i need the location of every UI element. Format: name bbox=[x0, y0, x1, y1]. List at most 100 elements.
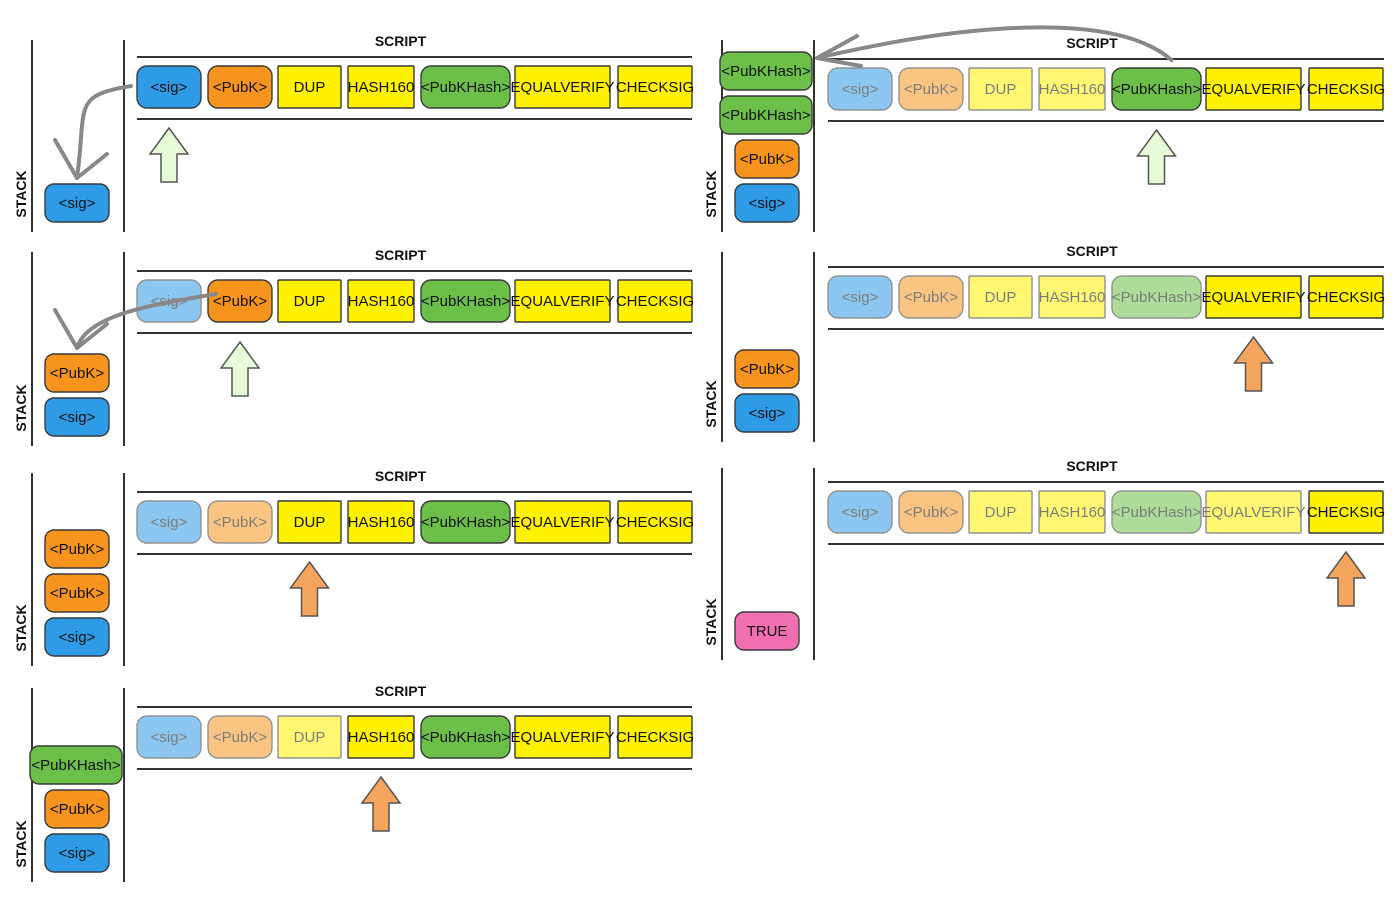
pointer-arrow bbox=[360, 775, 402, 832]
script-op-hash160-label: HASH160 bbox=[348, 293, 415, 310]
script-label: SCRIPT bbox=[1066, 458, 1118, 474]
script-op-checksig: CHECKSIG bbox=[616, 279, 694, 323]
script-op-equalverify: EQUALVERIFY bbox=[511, 715, 614, 759]
script-op-dup: DUP bbox=[277, 715, 342, 759]
script-op-pubk-label: <PubK> bbox=[904, 504, 958, 521]
script-op-equalverify-label: EQUALVERIFY bbox=[511, 293, 615, 310]
script-op-hash160: HASH160 bbox=[1038, 490, 1106, 534]
script-op-sig: <sig> bbox=[136, 500, 202, 544]
script-op-pubk-label: <PubK> bbox=[213, 514, 267, 531]
script-op-dup: DUP bbox=[968, 490, 1033, 534]
pointer-arrow bbox=[1233, 335, 1274, 392]
script-op-dup-label: DUP bbox=[985, 504, 1017, 521]
push-curve-arrowhead bbox=[53, 138, 109, 180]
stack-item-sig: <sig> bbox=[44, 833, 110, 873]
script-label: SCRIPT bbox=[375, 683, 427, 699]
script-op-dup-label: DUP bbox=[294, 514, 326, 531]
script-op-pubkhash-label: <PubKHash> bbox=[1112, 289, 1201, 306]
script-op-pubkhash-label: <PubKHash> bbox=[421, 514, 510, 531]
stack-item-sig: <sig> bbox=[734, 393, 800, 433]
stack-item-pubk: <PubK> bbox=[44, 789, 110, 829]
script-label: SCRIPT bbox=[375, 247, 427, 263]
script-op-checksig: CHECKSIG bbox=[1307, 275, 1385, 319]
script-op-sig-label: <sig> bbox=[842, 81, 879, 98]
script-op-hash160: HASH160 bbox=[1038, 275, 1106, 319]
script-op-dup: DUP bbox=[277, 65, 342, 109]
script-op-dup: DUP bbox=[968, 67, 1033, 111]
script-op-sig: <sig> bbox=[136, 715, 202, 759]
script-op-sig: <sig> bbox=[136, 65, 202, 109]
script-op-hash160-label: HASH160 bbox=[1039, 289, 1106, 306]
script-op-checksig: CHECKSIG bbox=[1307, 490, 1385, 534]
script-op-pubk-label: <PubK> bbox=[904, 289, 958, 306]
script-op-pubk-label: <PubK> bbox=[213, 729, 267, 746]
script-op-equalverify: EQUALVERIFY bbox=[511, 65, 615, 109]
script-op-sig-label: <sig> bbox=[151, 79, 188, 96]
stack-item-pubk-label: <PubK> bbox=[50, 801, 104, 818]
script-op-equalverify-label: EQUALVERIFY bbox=[1202, 81, 1306, 98]
stack-item-sig-label: <sig> bbox=[59, 195, 96, 212]
script-op-checksig-label: CHECKSIG bbox=[1307, 504, 1385, 521]
stack-item-pubk: <PubK> bbox=[734, 139, 800, 179]
script-op-pubk: <PubK> bbox=[207, 279, 273, 323]
script-op-equalverify-label: EQUALVERIFY bbox=[511, 514, 615, 531]
script-op-pubk: <PubK> bbox=[207, 65, 273, 109]
stack-item-pubkhash-label: <PubKHash> bbox=[31, 757, 120, 774]
script-op-dup: DUP bbox=[277, 279, 342, 323]
pointer-arrow bbox=[148, 126, 190, 183]
script-op-sig-label: <sig> bbox=[842, 504, 879, 521]
script-op-sig-label: <sig> bbox=[151, 514, 188, 531]
script-op-pubkhash: <PubKHash> bbox=[1111, 67, 1202, 111]
script-op-equalverify-label: EQUALVERIFY bbox=[1202, 504, 1306, 521]
stack-item-sig-label: <sig> bbox=[749, 405, 786, 422]
stack-item-sig-label: <sig> bbox=[59, 845, 96, 862]
stack-item-pubk: <PubK> bbox=[44, 529, 110, 569]
stack-item-pubk: <PubK> bbox=[44, 573, 110, 613]
stack-item-true-label: TRUE bbox=[747, 623, 788, 640]
script-op-pubkhash-label: <PubKHash> bbox=[421, 79, 510, 96]
script-op-pubkhash: <PubKHash> bbox=[420, 279, 511, 323]
stack-item-pubk-label: <PubK> bbox=[740, 361, 794, 378]
stack-label: STACK bbox=[13, 604, 29, 651]
script-op-checksig: CHECKSIG bbox=[616, 715, 694, 759]
stack-item-pubkhash: <PubKHash> bbox=[719, 51, 813, 91]
script-op-pubk-label: <PubK> bbox=[213, 79, 267, 96]
script-op-pubkhash-label: <PubKHash> bbox=[421, 293, 510, 310]
stack-label: STACK bbox=[703, 598, 719, 645]
script-op-checksig-label: CHECKSIG bbox=[616, 514, 694, 531]
script-op-equalverify: EQUALVERIFY bbox=[511, 500, 615, 544]
script-op-checksig-label: CHECKSIG bbox=[1307, 289, 1385, 306]
stack-item-pubk: <PubK> bbox=[734, 349, 800, 389]
script-op-hash160: HASH160 bbox=[347, 65, 415, 109]
script-op-pubkhash: <PubKHash> bbox=[420, 65, 511, 109]
script-op-dup-label: DUP bbox=[294, 79, 326, 96]
script-op-equalverify-label: EQUALVERIFY bbox=[511, 79, 615, 96]
script-op-equalverify: EQUALVERIFY bbox=[511, 279, 615, 323]
script-op-hash160: HASH160 bbox=[1038, 67, 1106, 111]
stack-label: STACK bbox=[13, 384, 29, 431]
script-label: SCRIPT bbox=[1066, 243, 1118, 259]
step-panel-4: STACK SCRIPT <sig> <PubK> DUP HASH160 <PubKHas… bbox=[13, 683, 694, 882]
script-op-hash160-label: HASH160 bbox=[348, 729, 415, 746]
script-op-equalverify-label: EQUALVERIFY bbox=[1202, 289, 1306, 306]
script-op-sig-label: <sig> bbox=[151, 729, 188, 746]
stack-item-pubk-label: <PubK> bbox=[740, 151, 794, 168]
stack-item-pubkhash-label: <PubKHash> bbox=[721, 107, 810, 124]
script-op-sig: <sig> bbox=[827, 67, 893, 111]
script-op-pubk: <PubK> bbox=[207, 715, 273, 759]
script-op-dup-label: DUP bbox=[294, 293, 326, 310]
script-op-pubkhash: <PubKHash> bbox=[1111, 275, 1202, 319]
script-op-checksig-label: CHECKSIG bbox=[616, 729, 694, 746]
stack-label: STACK bbox=[13, 820, 29, 867]
script-op-dup-label: DUP bbox=[985, 81, 1017, 98]
stack-item-pubk: <PubK> bbox=[44, 353, 110, 393]
stack-item-sig: <sig> bbox=[44, 183, 110, 223]
push-curve-arrowhead bbox=[53, 308, 109, 350]
script-op-sig: <sig> bbox=[827, 275, 893, 319]
script-op-equalverify: EQUALVERIFY bbox=[1202, 275, 1306, 319]
